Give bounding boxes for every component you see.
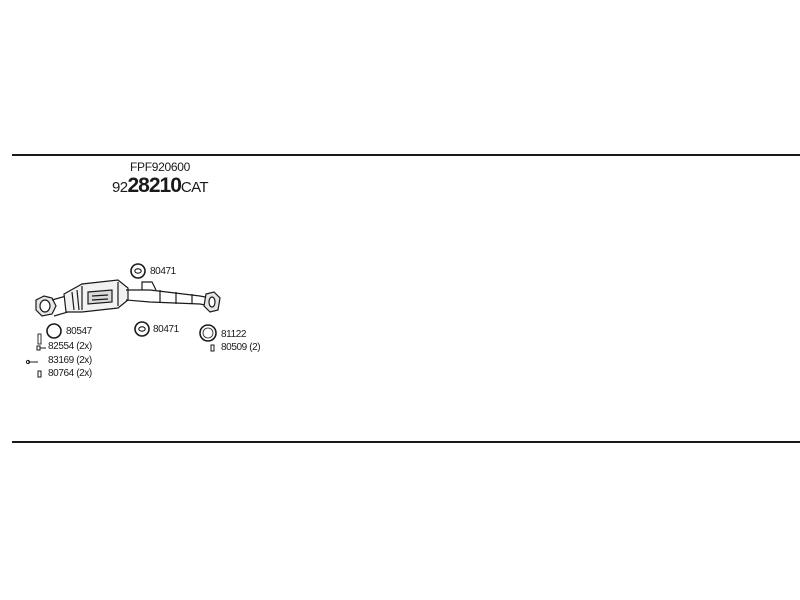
label-gasket-mid: 80471 <box>153 324 179 335</box>
spring-icon[interactable] <box>210 344 215 352</box>
label-washer-left: 80764 (2x) <box>48 368 92 379</box>
top-divider <box>12 154 800 156</box>
gasket-mid-icon[interactable] <box>134 321 150 337</box>
nut-number: 83169 <box>48 355 74 366</box>
reference-code: FPF920600 <box>130 160 191 174</box>
part-number-suffix: CAT <box>180 179 209 196</box>
washer-number: 80764 <box>48 368 74 379</box>
label-nut-left: 83169 (2x) <box>48 355 92 366</box>
ring-left-icon[interactable] <box>46 323 62 339</box>
part-number-prefix: 92 <box>112 179 128 196</box>
bolt-qty: (2x) <box>76 341 92 352</box>
gasket-top-icon[interactable] <box>130 263 146 279</box>
nut-qty: (2x) <box>76 355 92 366</box>
bottom-divider <box>12 441 800 443</box>
spring-number: 80509 <box>221 342 247 353</box>
label-ring-right: 81122 <box>221 329 247 340</box>
label-bolt-left: 82554 (2x) <box>48 341 92 352</box>
bolt-icon[interactable] <box>36 345 46 351</box>
bolt-number: 82554 <box>48 341 74 352</box>
washer-icon[interactable] <box>37 370 42 378</box>
label-spring-right: 80509 (2) <box>221 342 261 353</box>
nut-icon[interactable] <box>25 359 38 365</box>
bolt-marker-icon <box>37 333 42 345</box>
main-part-number: 9228210CAT <box>112 174 209 198</box>
washer-qty: (2x) <box>76 368 92 379</box>
spring-qty: (2) <box>249 342 261 353</box>
label-ring-left: 80547 <box>66 326 92 337</box>
ring-right-icon[interactable] <box>199 324 217 342</box>
catalytic-converter-assembly[interactable] <box>35 279 221 317</box>
part-number-main: 28210 <box>127 174 182 197</box>
label-gasket-top: 80471 <box>150 266 176 277</box>
